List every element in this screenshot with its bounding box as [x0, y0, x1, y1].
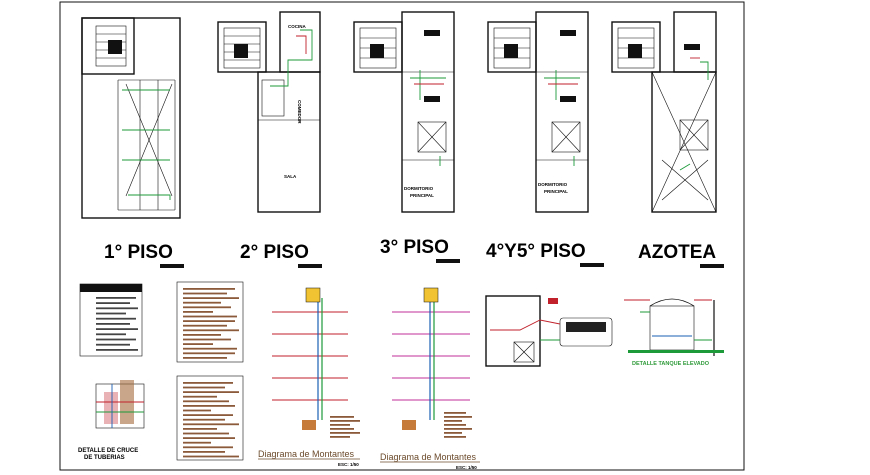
- room-label-sala: SALA: [284, 174, 297, 179]
- montante-note-line: [330, 424, 350, 426]
- montante-note-line: [444, 436, 466, 438]
- spec-text-line: [183, 347, 237, 350]
- montantes-scale-b: ESC: 1/50: [456, 465, 477, 470]
- montante-note-line: [444, 416, 472, 418]
- spec-text-line: [183, 301, 221, 304]
- plan-2-piso: COCINA COMEDOR SALA: [217, 11, 321, 213]
- spec-text-line: [183, 405, 235, 407]
- spec-text-line: [183, 334, 221, 336]
- legend-row: [96, 307, 138, 310]
- spec-text-line: [183, 455, 239, 458]
- legend-row: [96, 323, 130, 325]
- plan-azotea: [611, 11, 717, 213]
- spec-text-line: [183, 382, 233, 384]
- montantes-diagram-b: Diagrama de Montantes ESC: 1/50: [380, 287, 480, 470]
- spec-text-line: [183, 357, 227, 359]
- plan-3-piso: DORMITORIO PRINCIPAL: [353, 11, 455, 213]
- spec-text-line: [183, 391, 239, 393]
- spec-text-line: [183, 423, 239, 426]
- legend-row: [96, 349, 138, 351]
- legend-row: [96, 343, 130, 346]
- spec-text-line: [183, 315, 237, 318]
- montantes-title-a: Diagrama de Montantes: [258, 449, 355, 459]
- spec-text-line: [183, 432, 229, 435]
- spec-block-2: [176, 375, 244, 461]
- montante-note-line: [444, 432, 462, 434]
- spec-text-line: [183, 288, 235, 290]
- legend-row: [96, 302, 130, 304]
- floor-titles: 1° PISO 2° PISO 3° PISO 4°Y5° PISO AZOTE…: [104, 237, 724, 268]
- montante-note-line: [444, 420, 462, 422]
- montantes-scale-a: ESC: 1/50: [338, 462, 359, 467]
- spec-text-line: [183, 446, 233, 449]
- legend-row: [96, 312, 126, 315]
- montante-note-line: [444, 412, 466, 414]
- spec-text-line: [183, 320, 235, 322]
- spec-text-line: [183, 324, 227, 327]
- montante-note-line: [330, 420, 360, 422]
- spec-text-line: [183, 343, 213, 345]
- montante-note-line: [330, 436, 350, 438]
- montante-note-line: [330, 416, 354, 418]
- detail-tanque-elevado: DETALLE TANQUE ELEVADO: [624, 298, 724, 367]
- room-label-dormitorio-3: DORMITORIO: [404, 186, 434, 191]
- detail-cruce-tuberias: DETALLE DE CRUCE DE TUBERIAS: [78, 380, 145, 461]
- spec-text-line: [183, 400, 229, 403]
- spec-text-line: [183, 329, 239, 332]
- detail-cruce-label-2: DE TUBERIAS: [84, 455, 125, 461]
- montante-note-line: [444, 424, 466, 426]
- floor-title-2: 2° PISO: [240, 242, 309, 263]
- spec-text-line: [183, 441, 211, 444]
- detail-tanque-roof: [485, 295, 613, 367]
- plan-4y5-piso: DORMITORIO PRINCIPAL: [487, 11, 589, 213]
- spec-text-line: [183, 428, 217, 430]
- floor-title-4y5: 4°Y5° PISO: [486, 241, 586, 262]
- montante-note-line: [444, 428, 472, 430]
- room-label-cocina: COCINA: [288, 24, 306, 29]
- plan-1-piso: [81, 17, 181, 219]
- spec-text-line: [183, 311, 213, 313]
- legend-row: [96, 317, 136, 320]
- spec-text-line: [183, 437, 235, 439]
- montante-note-line: [330, 432, 360, 434]
- spec-text-line: [183, 297, 239, 299]
- spec-text-line: [183, 386, 225, 389]
- floor-title-1: 1° PISO: [104, 242, 173, 263]
- spec-text-line: [183, 395, 217, 398]
- room-label-principal-3: PRINCIPAL: [410, 193, 434, 198]
- montantes-title-b: Diagrama de Montantes: [380, 452, 477, 462]
- spec-text-line: [183, 292, 227, 295]
- room-label-dormitorio-4: DORMITORIO: [538, 182, 568, 187]
- room-label-principal-4: PRINCIPAL: [544, 189, 568, 194]
- spec-text-line: [183, 451, 225, 453]
- floor-title-azotea: AZOTEA: [638, 242, 716, 263]
- spec-text-line: [183, 306, 231, 309]
- spec-block-1: [176, 281, 244, 363]
- sheet-border: [59, 1, 745, 471]
- legend-row: [96, 333, 126, 336]
- detail-cruce-label-1: DETALLE DE CRUCE: [78, 448, 138, 454]
- spec-text-line: [183, 418, 225, 421]
- spec-text-line: [183, 414, 233, 416]
- legend-row: [96, 297, 136, 299]
- detail-tanque-label: DETALLE TANQUE ELEVADO: [632, 361, 710, 367]
- floor-title-3: 3° PISO: [380, 237, 449, 258]
- spec-text-line: [183, 352, 235, 355]
- montante-note-line: [330, 428, 354, 430]
- spec-text-line: [183, 338, 231, 341]
- legend-row: [96, 328, 138, 330]
- room-label-comedor: COMEDOR: [297, 100, 302, 124]
- montantes-diagram-a: Diagrama de Montantes ESC: 1/50: [258, 287, 360, 467]
- spec-text-line: [183, 409, 211, 412]
- legend-table: [79, 283, 143, 357]
- legend-row: [96, 338, 136, 341]
